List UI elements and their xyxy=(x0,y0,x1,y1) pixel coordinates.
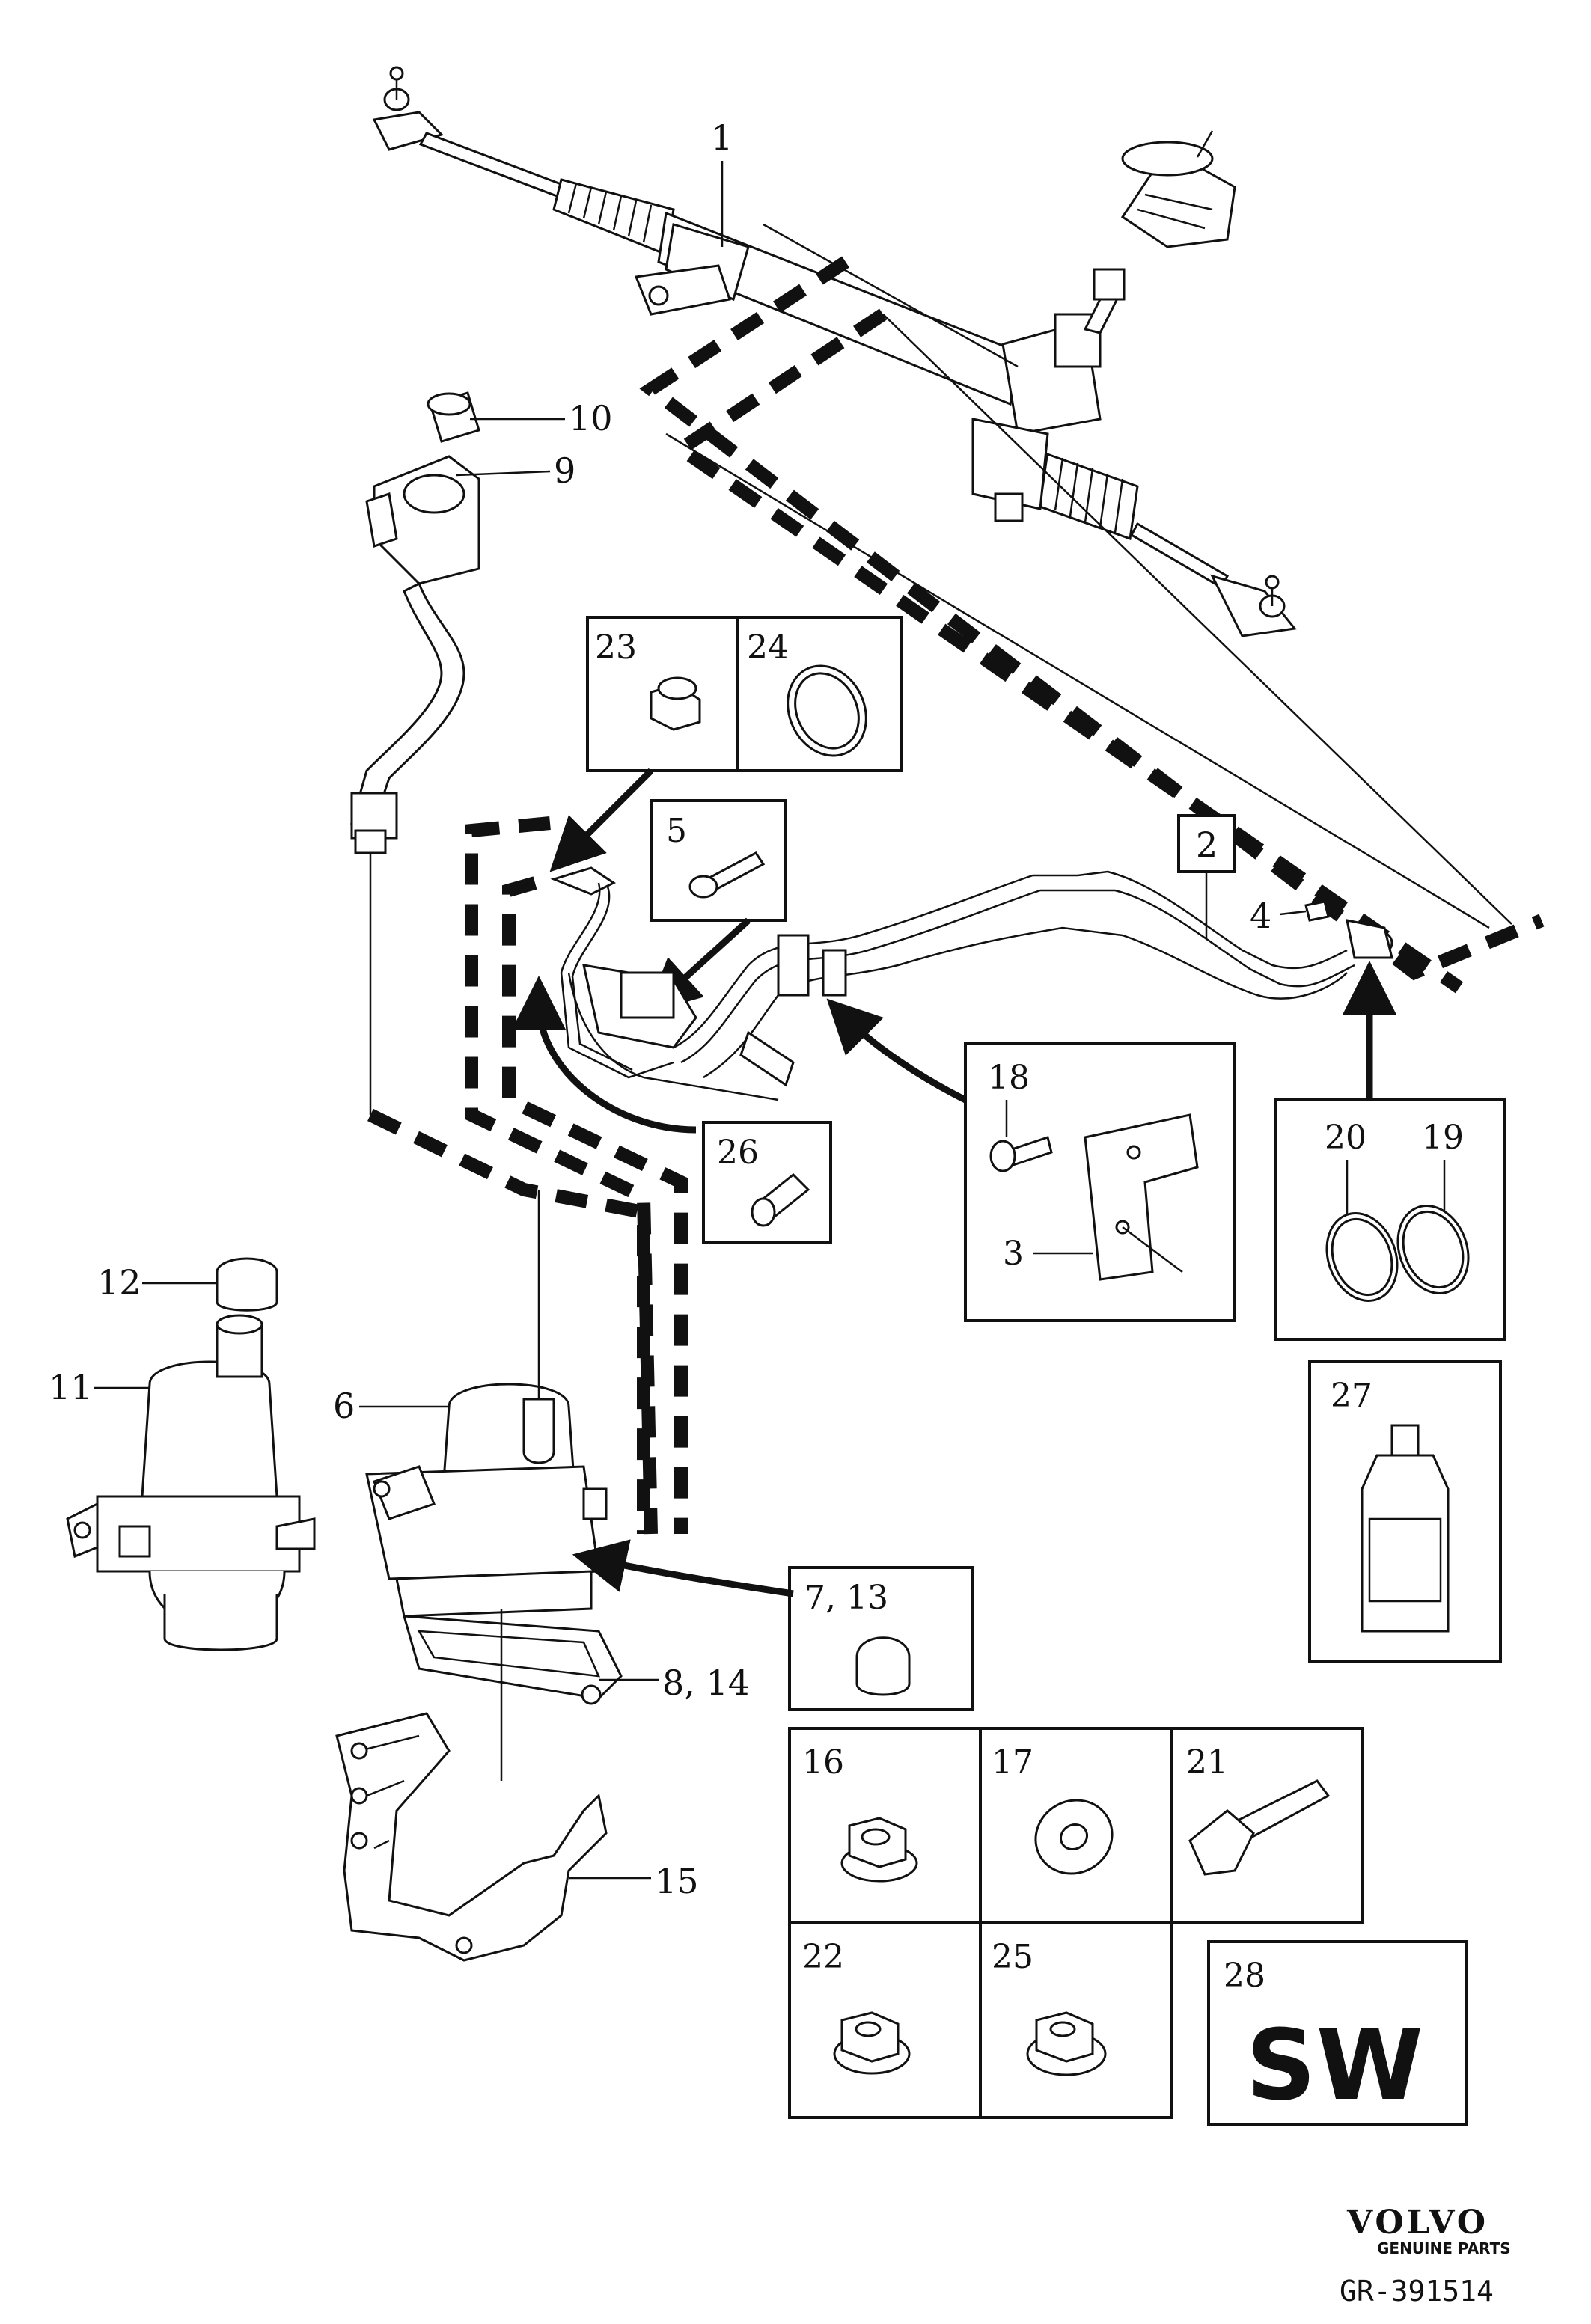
reservoir-cap-assembly xyxy=(350,391,480,854)
pipe-assembly xyxy=(550,866,1393,1101)
box-26: 26 xyxy=(702,1121,832,1244)
box-28-sw: 28 SW xyxy=(1207,1940,1468,2126)
pump-assembly-main xyxy=(335,1190,623,1962)
callout-4: 4 xyxy=(1250,896,1271,936)
callout-2: 2 xyxy=(1196,825,1218,865)
callout-10: 10 xyxy=(569,398,613,438)
callout-16: 16 xyxy=(802,1743,844,1782)
callout-6: 6 xyxy=(333,1386,355,1426)
box-20-19: 20 19 xyxy=(1274,1098,1506,1341)
box-7-13: 7, 13 xyxy=(788,1566,974,1711)
callout-19: 19 xyxy=(1422,1119,1464,1157)
callout-22: 22 xyxy=(802,1938,844,1976)
callout-3: 3 xyxy=(1003,1235,1024,1273)
callout-23: 23 xyxy=(595,629,637,667)
box-5: 5 xyxy=(650,799,787,922)
callout-12: 12 xyxy=(97,1262,141,1303)
callout-27: 27 xyxy=(1331,1377,1372,1415)
box-18-3: 18 3 xyxy=(964,1042,1236,1322)
callout-8-14: 8, 14 xyxy=(662,1663,750,1703)
box-23-24: 23 24 xyxy=(586,616,903,772)
pump-assembly-left xyxy=(66,1257,316,1651)
callout-15: 15 xyxy=(655,1861,699,1901)
genuine-parts-tagline: GENUINE PARTS xyxy=(1377,2239,1511,2257)
callout-11: 11 xyxy=(49,1367,93,1407)
callout-24: 24 xyxy=(747,629,789,667)
callout-18: 18 xyxy=(988,1059,1030,1097)
steering-rack xyxy=(372,66,1297,637)
callout-28: 28 xyxy=(1224,1957,1265,1995)
sw-label: SW xyxy=(1246,2008,1423,2122)
callout-7-13: 7, 13 xyxy=(804,1579,888,1617)
callout-25: 25 xyxy=(992,1938,1033,1976)
callout-20: 20 xyxy=(1325,1119,1366,1157)
callout-5: 5 xyxy=(666,812,687,850)
volvo-logo: VOLVO xyxy=(1346,2204,1488,2242)
fastener-grid: 16 17 21 22 25 xyxy=(788,1727,1364,2119)
callout-1: 1 xyxy=(711,117,733,158)
diagram-code: GR-391514 xyxy=(1340,2275,1494,2308)
callout-26: 26 xyxy=(717,1134,759,1172)
callout-21: 21 xyxy=(1186,1743,1228,1782)
box-27: 27 xyxy=(1308,1360,1502,1663)
callout-9: 9 xyxy=(554,450,575,491)
callout-17: 17 xyxy=(992,1743,1033,1782)
